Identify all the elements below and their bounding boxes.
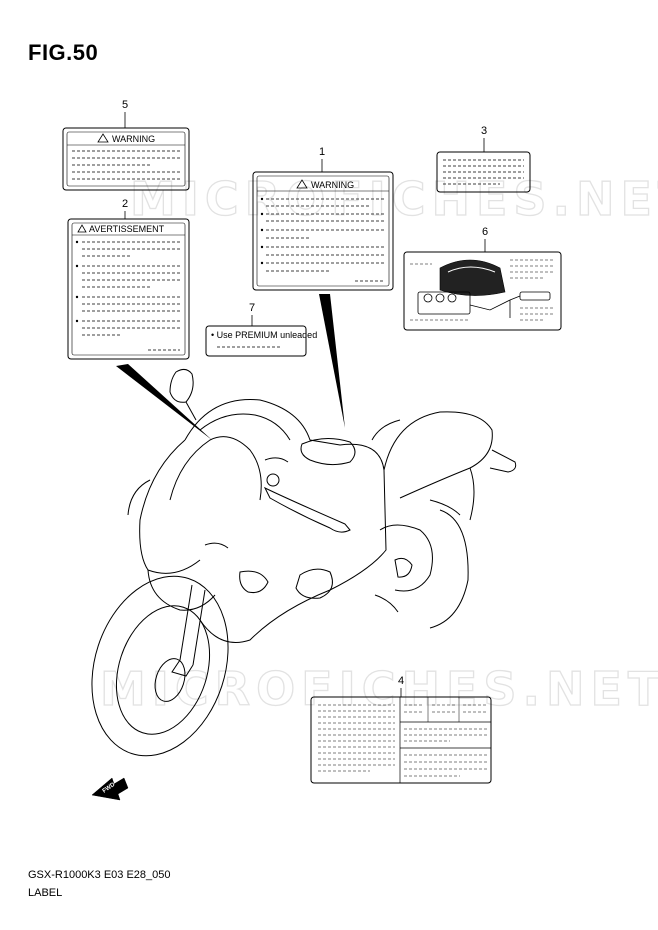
- label-6: 6: [403, 226, 562, 331]
- callout-6: 6: [482, 226, 488, 238]
- leader-wedge-label-1: [319, 294, 345, 428]
- callout-4: 4: [398, 675, 404, 687]
- label-2-avertissement: 2 AVERTISSEMENT: [67, 198, 190, 360]
- label-7-premium: 7 • Use PREMIUM unleaded: [205, 302, 317, 357]
- warning-triangle-icon: [97, 133, 109, 143]
- diagram-code: GSX-R1000K3 E03 E28_050: [28, 869, 171, 881]
- callout-1: 1: [319, 146, 325, 158]
- callout-3: 3: [481, 125, 487, 137]
- callout-2: 2: [122, 198, 128, 210]
- figure-title: FIG.50: [28, 40, 99, 65]
- watermark-top: MICROFICHES.NET: [130, 172, 658, 226]
- warning-triangle-icon: [77, 224, 87, 233]
- leader-wedge-label-2: [116, 364, 212, 440]
- diagram-name: LABEL: [28, 887, 63, 899]
- callout-7: 7: [249, 302, 255, 314]
- seat-icon: [439, 259, 506, 296]
- forward-arrow-icon: FWD: [91, 777, 129, 801]
- watermark-bottom: MICROFICHES.NET: [100, 662, 658, 716]
- label-4: 4: [310, 675, 492, 784]
- label-3: 3: [436, 125, 531, 193]
- label-2-heading: AVERTISSEMENT: [89, 224, 165, 234]
- label-7-text: • Use PREMIUM unleaded: [211, 330, 317, 340]
- warning-triangle-icon: [296, 179, 308, 189]
- label-1-warning: 1 WARNING: [252, 146, 394, 291]
- label-1-heading: WARNING: [311, 180, 354, 190]
- label-5-warning: 5 WARNING: [62, 99, 190, 191]
- callout-5: 5: [122, 99, 128, 111]
- label-5-heading: WARNING: [112, 134, 155, 144]
- motorcycle-outline: [91, 368, 517, 757]
